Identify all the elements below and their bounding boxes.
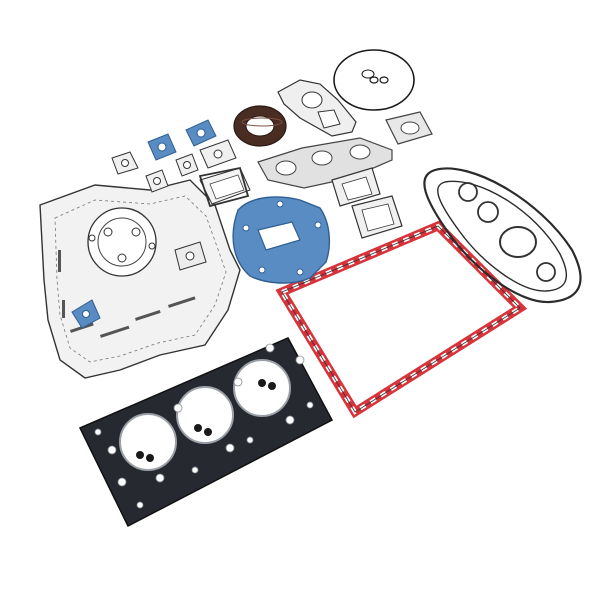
valve-cover-gasket <box>423 167 582 304</box>
intake-manifold-gasket <box>198 166 403 239</box>
timing-cover-gasket <box>39 179 241 379</box>
exhaust-manifold-gasket <box>257 111 433 189</box>
oil-pan-gasket <box>275 220 528 419</box>
thermostat-housing-gasket <box>277 79 357 137</box>
small-flange-gaskets <box>111 119 251 205</box>
cylinder-head-gasket <box>78 337 334 528</box>
crankshaft-oil-seal <box>233 105 287 147</box>
o-rings <box>333 49 415 111</box>
water-pump-gasket <box>232 196 331 284</box>
